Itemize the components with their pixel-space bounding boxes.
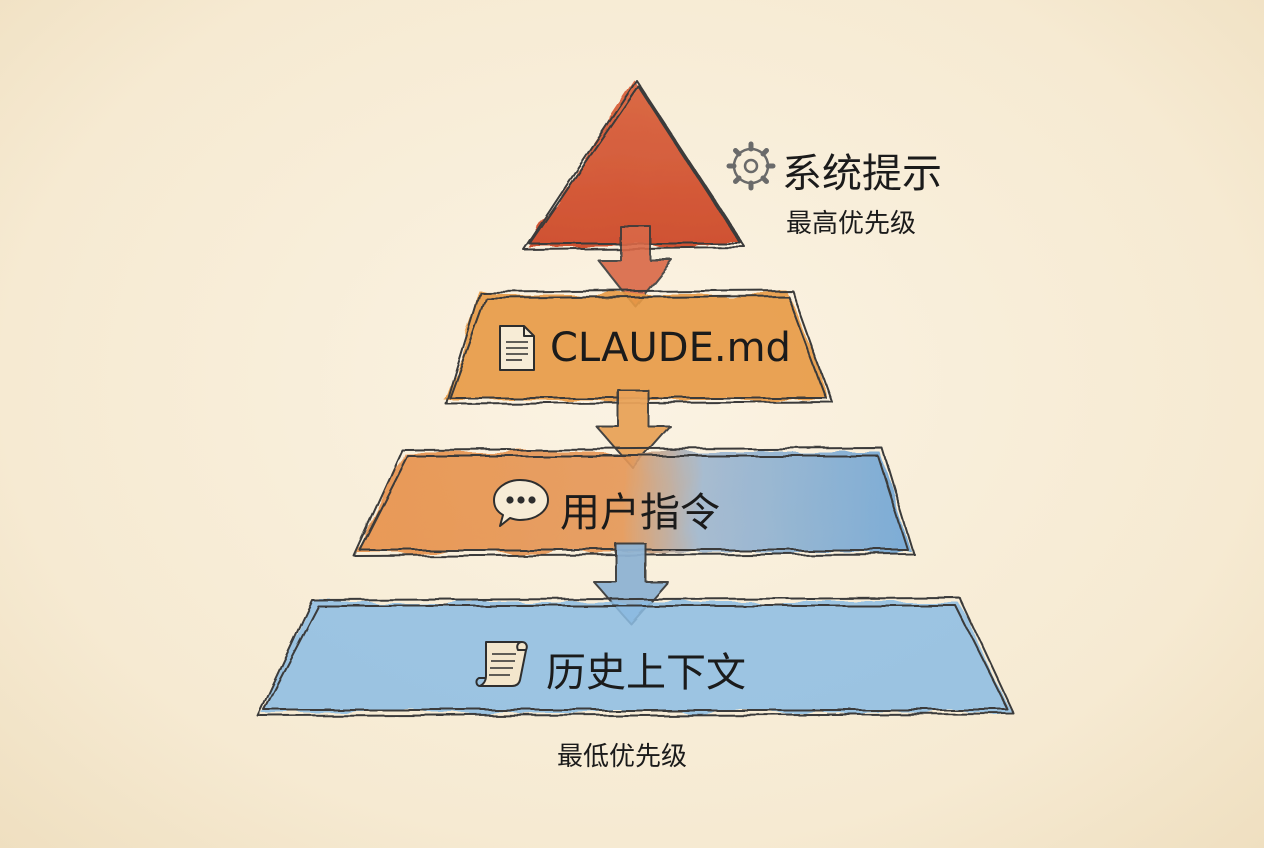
arrow-tier2-to-tier3: [595, 389, 671, 469]
document-icon: [499, 325, 535, 371]
note-highest-priority: 最高优先级: [786, 209, 917, 239]
scroll-icon: [475, 641, 528, 687]
gear-icon: [726, 141, 776, 191]
tier-label-user-instructions: 用户指令: [560, 490, 720, 536]
tier-claude-md: [444, 289, 833, 405]
tier-label-claude-md: CLAUDE.md: [550, 325, 791, 371]
note-lowest-priority: 最低优先级: [557, 742, 688, 772]
tier-system-prompt: [523, 79, 747, 251]
tier-label-system-prompt: 系统提示: [782, 151, 942, 197]
tier-label-history-context: 历史上下文: [546, 650, 746, 696]
chat-bubble-icon: [493, 479, 549, 527]
tier-user-instructions: [353, 447, 915, 557]
arrow-tier1-to-tier2: [597, 225, 673, 307]
tier-history-context: [257, 597, 1015, 717]
